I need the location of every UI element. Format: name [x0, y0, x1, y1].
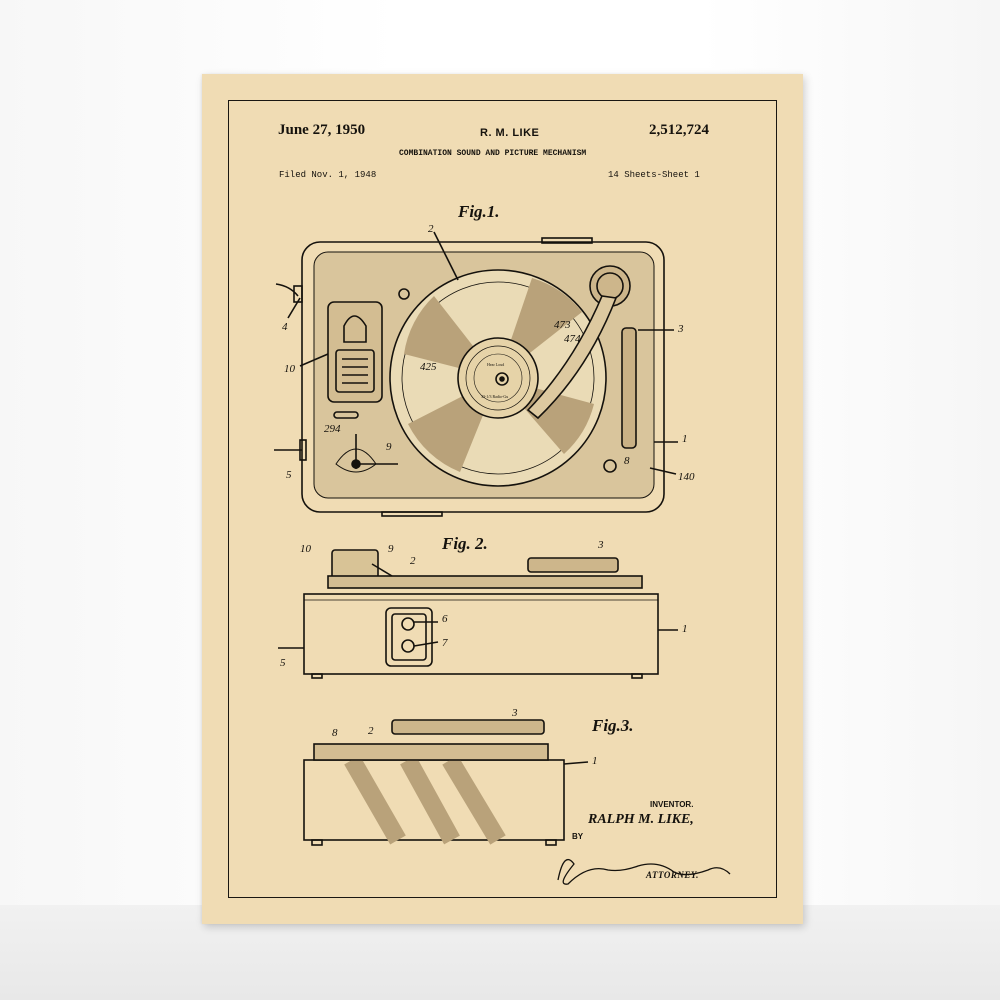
patent-drawings: 2 4 10 3 473 474 425 294 9 1 5 8 140 Hea… [202, 74, 803, 924]
fig2-label: 2 [410, 555, 416, 567]
fig1-label: 473 [554, 319, 571, 331]
fig1-label: 10 [284, 363, 296, 375]
fig1-label: 4 [282, 321, 288, 333]
fig2-label: 1 [682, 623, 688, 635]
fig2-drawing [278, 550, 678, 678]
fig1-label: 9 [386, 441, 392, 453]
fig2-label: 9 [388, 543, 394, 555]
fig2-label: 6 [442, 613, 448, 625]
fig3-drawing [304, 720, 588, 845]
record-label-text: 33-1/3 Radio-Gu [481, 394, 508, 399]
fig1-label: 474 [564, 333, 581, 345]
fig1-label: 294 [324, 423, 341, 435]
inventor-label: INVENTOR. [650, 800, 693, 809]
record-label-text: Hear Loud [487, 362, 504, 367]
fig2-label: 3 [597, 539, 604, 551]
fig3-label: 8 [332, 727, 338, 739]
fig2-label: 10 [300, 543, 312, 555]
fig2-label: 5 [280, 657, 286, 669]
fig3-label: 3 [511, 707, 518, 719]
attorney-signature [558, 860, 730, 885]
fig1-label: 3 [677, 323, 684, 335]
fig1-label: 8 [624, 455, 630, 467]
fig1-label: 140 [678, 471, 695, 483]
attorney-label: ATTORNEY. [646, 870, 699, 880]
inventor-name: RALPH M. LIKE, [588, 812, 694, 828]
fig1-drawing [274, 232, 678, 516]
fig2-label: 7 [442, 637, 448, 649]
by-label: BY [572, 832, 583, 841]
patent-poster: June 27, 1950 R. M. LIKE 2,512,724 COMBI… [202, 74, 803, 924]
fig3-label: 2 [368, 725, 374, 737]
fig1-label: 2 [428, 223, 434, 235]
fig3-label: 1 [592, 755, 598, 767]
fig1-label: 425 [420, 361, 437, 373]
fig1-label: 5 [286, 469, 292, 481]
fig1-label: 1 [682, 433, 688, 445]
